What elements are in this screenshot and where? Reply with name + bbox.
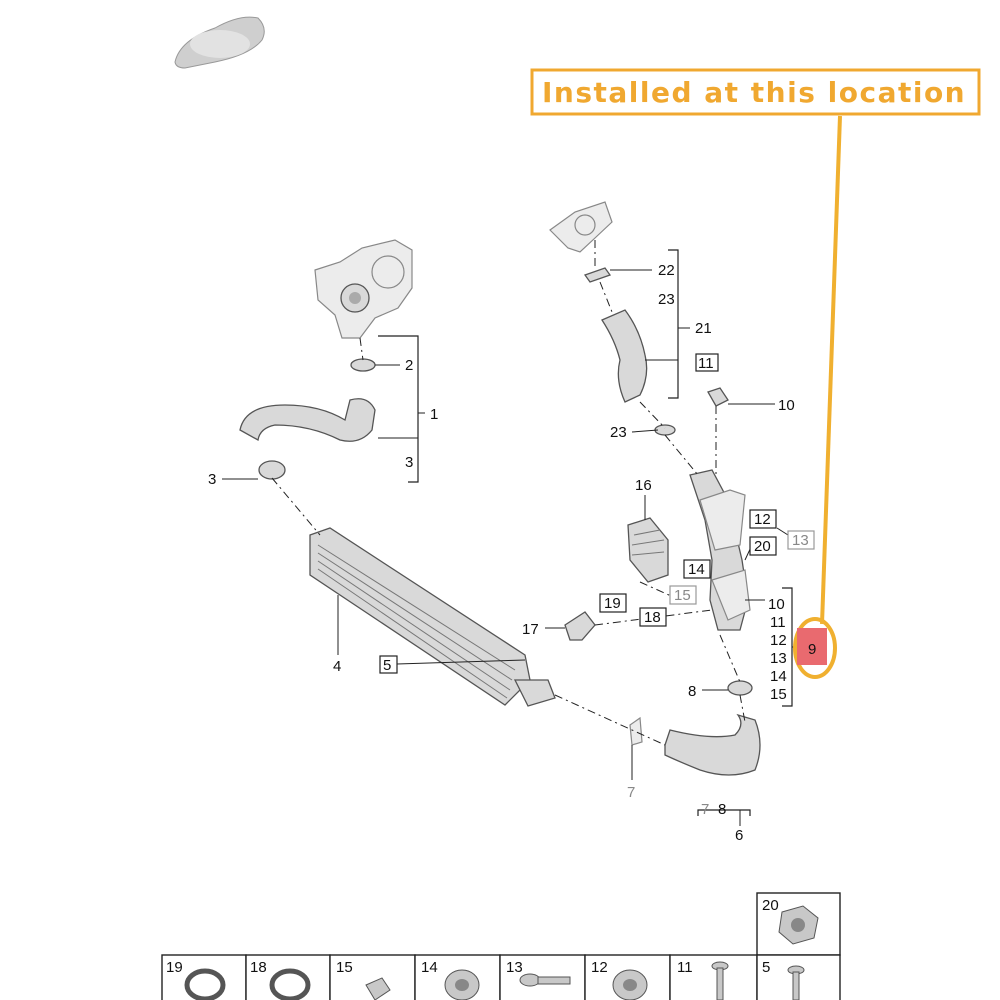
label-part-6: 6: [735, 827, 743, 844]
highlight-part-9[interactable]: 9: [793, 617, 837, 679]
box-part-18: [639, 607, 667, 627]
box-part-5: [379, 655, 398, 674]
thumbnail-18[interactable]: 18: [245, 954, 331, 1000]
box-part-14: [683, 559, 711, 579]
label-part-5: 5: [383, 657, 391, 674]
intercooler-part: [309, 527, 556, 707]
svg-text:13: 13: [506, 959, 523, 976]
charge-air-hose-21: [601, 309, 648, 403]
label-part-1: 1: [430, 406, 438, 423]
svg-text:11: 11: [677, 959, 693, 976]
thumbnail-top-20[interactable]: 20: [756, 892, 841, 956]
label-part-23: 23: [610, 424, 627, 441]
thumbnail-19[interactable]: 19: [161, 954, 247, 1000]
label-part-4: 4: [333, 658, 341, 675]
svg-text:19: 19: [166, 959, 183, 976]
label-part-7-bracket: 7: [701, 801, 709, 818]
label-part-19: 19: [604, 595, 621, 612]
label-part-23-bracket: 23: [658, 291, 675, 308]
charge-air-hose-6: [664, 713, 761, 776]
label-part-3: 3: [208, 471, 216, 488]
resonator-16: [627, 517, 669, 583]
label-group-10: 10: [768, 596, 785, 613]
turbocharger-part: [314, 239, 413, 339]
clamp-8: [727, 680, 753, 696]
bolt-icon: [711, 961, 729, 1000]
label-part-12: 12: [754, 511, 771, 528]
box-part-13: [787, 530, 815, 550]
screw-icon: [519, 973, 571, 987]
label-part-14: 14: [688, 561, 705, 578]
hose-clamp-icon: [184, 968, 226, 1000]
sensor-10: [707, 387, 729, 407]
throttle-housing-part: [549, 201, 613, 253]
label-part-3-bracket: 3: [405, 454, 413, 471]
clamp-2: [350, 358, 376, 372]
bolt-icon: [787, 965, 805, 1000]
label-group-11: 11: [770, 614, 786, 631]
plug-icon: [365, 977, 391, 1000]
box-part-20: [749, 536, 777, 556]
svg-text:5: 5: [762, 959, 770, 976]
label-group-14: 14: [770, 668, 787, 685]
grommet-icon: [444, 969, 480, 1000]
clamp-3: [258, 460, 286, 480]
label-group-12: 12: [770, 632, 787, 649]
label-part-9: 9: [808, 641, 816, 658]
charge-air-hose-1: [239, 398, 376, 442]
label-group-13: 13: [770, 650, 787, 667]
box-part-19: [599, 593, 627, 613]
label-part-7: 7: [627, 784, 635, 801]
label-part-22: 22: [658, 262, 675, 279]
svg-text:14: 14: [421, 959, 438, 976]
thumbnail-5[interactable]: 5: [756, 954, 841, 1000]
box-part-15: [669, 585, 697, 605]
label-part-16: 16: [635, 477, 652, 494]
car-silhouette-icon: [174, 16, 265, 69]
grommet-icon: [612, 969, 648, 1000]
leader-lines: [222, 249, 810, 826]
box-part-12: [749, 509, 777, 529]
svg-text:20: 20: [762, 897, 779, 914]
svg-text:18: 18: [250, 959, 267, 976]
seal-22: [583, 267, 612, 283]
thumbnail-strip: 19 18 15 14: [161, 954, 841, 1000]
label-part-8-bracket: 8: [718, 801, 726, 818]
label-part-21: 21: [695, 320, 712, 337]
thumbnail-15[interactable]: 15: [329, 954, 416, 1000]
label-part-18: 18: [644, 609, 661, 626]
label-part-13: 13: [792, 532, 809, 549]
thumbnail-14[interactable]: 14: [414, 954, 501, 1000]
hose-clamp-icon: [269, 968, 311, 1000]
installed-location-callout: Installed at this location: [530, 68, 981, 625]
box-part-11: [695, 353, 719, 372]
label-part-20: 20: [754, 538, 771, 555]
label-part-11: 11: [698, 355, 714, 372]
thumbnail-12[interactable]: 12: [584, 954, 671, 1000]
svg-text:15: 15: [336, 959, 353, 976]
nut-icon: [778, 905, 819, 945]
label-part-8: 8: [688, 683, 696, 700]
charge-air-pipe-9: [689, 469, 751, 631]
callout-text: Installed at this location: [542, 76, 966, 109]
label-group-15: 15: [770, 686, 787, 703]
label-part-17: 17: [522, 621, 539, 638]
svg-text:12: 12: [591, 959, 608, 976]
label-part-15: 15: [674, 587, 691, 604]
valve-17: [564, 611, 596, 641]
label-part-2: 2: [405, 357, 413, 374]
label-part-10: 10: [778, 397, 795, 414]
thumbnail-13[interactable]: 13: [499, 954, 586, 1000]
thumbnail-11[interactable]: 11: [669, 954, 758, 1000]
bracket-7: [629, 716, 643, 746]
